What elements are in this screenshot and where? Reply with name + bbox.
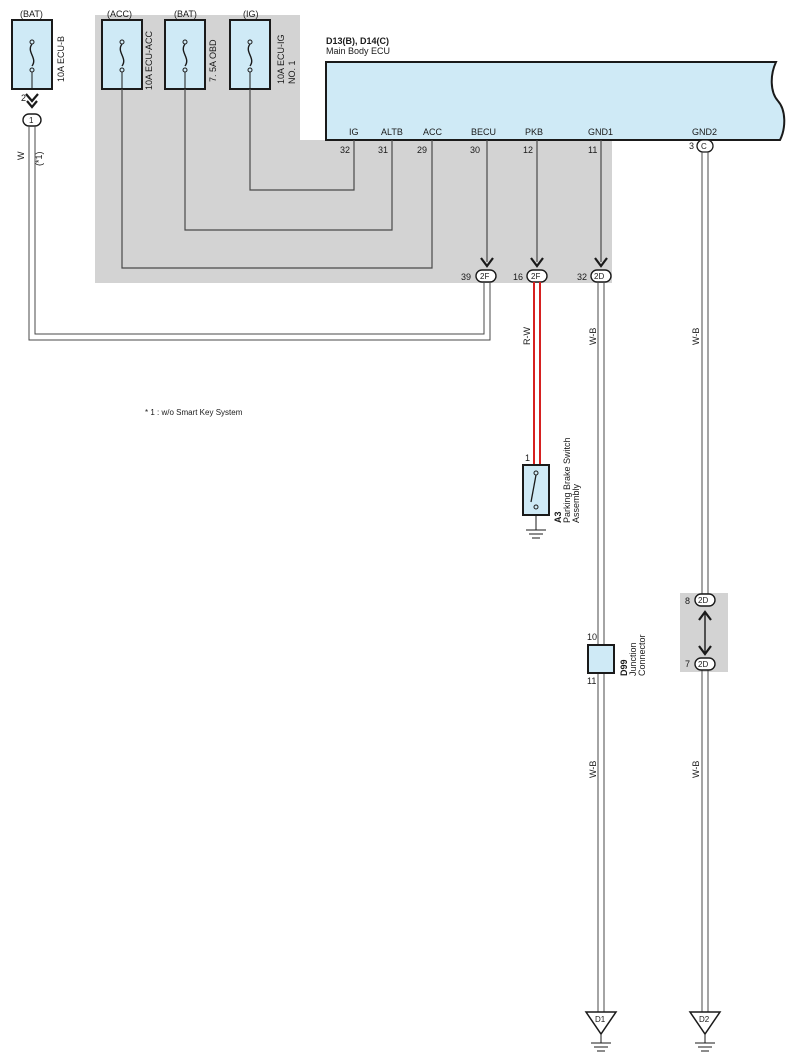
- pin-acc-number: 29: [417, 145, 427, 155]
- pin-altb-label: ALTB: [381, 127, 403, 137]
- pin-ig-label: IG: [349, 127, 359, 137]
- pin-becu-label: BECU: [471, 127, 496, 137]
- pin-pkb-label: PKB: [525, 127, 543, 137]
- pin-altb-number: 31: [378, 145, 388, 155]
- wire-wb4-label: W-B: [691, 761, 701, 778]
- switch-name-line2: Assembly: [571, 483, 581, 523]
- connector-gnd1-2d: 32 2D: [577, 257, 612, 283]
- junction-pin-bottom: 11: [587, 676, 596, 686]
- junction-name-line1: Junction: [628, 642, 638, 676]
- gnd2-connector-label: C: [701, 142, 707, 151]
- parking-brake-switch: 1 A3 Parking Brake Switch Assembly: [522, 437, 581, 539]
- fuse-obd: (BAT) 7. 5A OBD: [164, 9, 218, 90]
- fuse-obd-source: (BAT): [174, 9, 197, 19]
- r-w-wire: [533, 282, 541, 465]
- pkb-conn-id: 2F: [531, 272, 540, 281]
- switch-name-line1: Parking Brake Switch: [562, 437, 572, 523]
- fuse-ecu-b-name: 10A ECU-B: [56, 36, 66, 82]
- fuse-ecu-ig: (IG) 10A ECU-IG NO. 1: [229, 9, 297, 90]
- pkb-conn-pin: 16: [513, 272, 523, 282]
- ground-d2-label: D2: [699, 1015, 710, 1024]
- wire-note-ref: (*1): [34, 151, 44, 166]
- fuse-wires: [121, 89, 433, 269]
- pin-pkb-number: 12: [523, 145, 533, 155]
- ground-d1-label: D1: [595, 1015, 606, 1024]
- footnote: * 1 : w/o Smart Key System: [145, 408, 243, 417]
- pin-gnd2-label: GND2: [692, 127, 717, 137]
- junction-pin-top: 10: [587, 632, 597, 642]
- gnd2-wb-wire: [701, 152, 709, 1012]
- pin-gnd1-number: 11: [588, 145, 597, 155]
- gnd1-conn-pin: 32: [577, 272, 587, 282]
- fuse-ecu-b: (BAT) 10A ECU-B: [11, 9, 66, 90]
- gnd2-connector-c: C: [696, 139, 714, 153]
- pin-gnd2-number: 3: [689, 141, 694, 151]
- pin-becu-number: 30: [470, 145, 480, 155]
- fuse-ecu-ig-name-line2: NO. 1: [287, 60, 297, 84]
- fuse-ecu-acc-source: (ACC): [107, 9, 132, 19]
- fuse-ecu-ig-name-line1: 10A ECU-IG: [276, 34, 286, 84]
- ground-d2: D2: [688, 1011, 722, 1052]
- main-body-ecu: D13(B), D14(C) Main Body ECU IG ALTB ACC…: [325, 36, 786, 155]
- gnd2-upper-id: 2D: [698, 596, 708, 605]
- wire-wb1-label: W-B: [588, 328, 598, 345]
- gnd2-upper-pin: 8: [685, 596, 690, 606]
- wire-rw-label: R-W: [522, 327, 532, 345]
- gnd2-lower-id: 2D: [698, 660, 708, 669]
- junction-connector: 10 11 D99 Junction Connector: [587, 632, 647, 686]
- ecu-name: Main Body ECU: [326, 46, 390, 56]
- wire-wb2-label: W-B: [691, 328, 701, 345]
- junction-ref: D99: [619, 659, 629, 676]
- gnd1-conn-id: 2D: [594, 272, 604, 281]
- gnd2-lower-pin: 7: [685, 659, 690, 669]
- becu-conn-pin: 39: [461, 272, 471, 282]
- pin-acc-label: ACC: [423, 127, 443, 137]
- ecu-ref: D13(B), D14(C): [326, 36, 389, 46]
- pin-ig-number: 32: [340, 145, 350, 155]
- gnd1-wb-wire: [597, 282, 605, 1012]
- connector-gnd2-2d-lower: 7 2D: [685, 645, 716, 671]
- fuse-ecu-acc: (ACC) 10A ECU-ACC: [101, 9, 154, 90]
- wire-wb3-label: W-B: [588, 761, 598, 778]
- ecu-b-pin-number: 2: [21, 93, 26, 103]
- ecu-b-output: 2 1: [21, 93, 42, 127]
- becu-conn-id: 2F: [480, 272, 489, 281]
- fuse-ecu-b-source: (BAT): [20, 9, 43, 19]
- ecu-b-junction-label: 1: [29, 116, 34, 125]
- connector-pkb-2f: 16 2F: [513, 257, 548, 283]
- fuse-ecu-acc-name: 10A ECU-ACC: [144, 30, 154, 90]
- switch-pin: 1: [525, 453, 530, 463]
- switch-ref: A3: [553, 511, 563, 523]
- connector-becu-2f: 39 2F: [461, 257, 497, 283]
- w-wire: [28, 126, 491, 341]
- wire-w-label: W: [16, 151, 26, 160]
- junction-name-line2: Connector: [637, 634, 647, 676]
- pin-gnd1-label: GND1: [588, 127, 613, 137]
- ground-d1: D1: [584, 1011, 618, 1052]
- fuse-ecu-ig-source: (IG): [243, 9, 259, 19]
- fuse-obd-name: 7. 5A OBD: [208, 39, 218, 82]
